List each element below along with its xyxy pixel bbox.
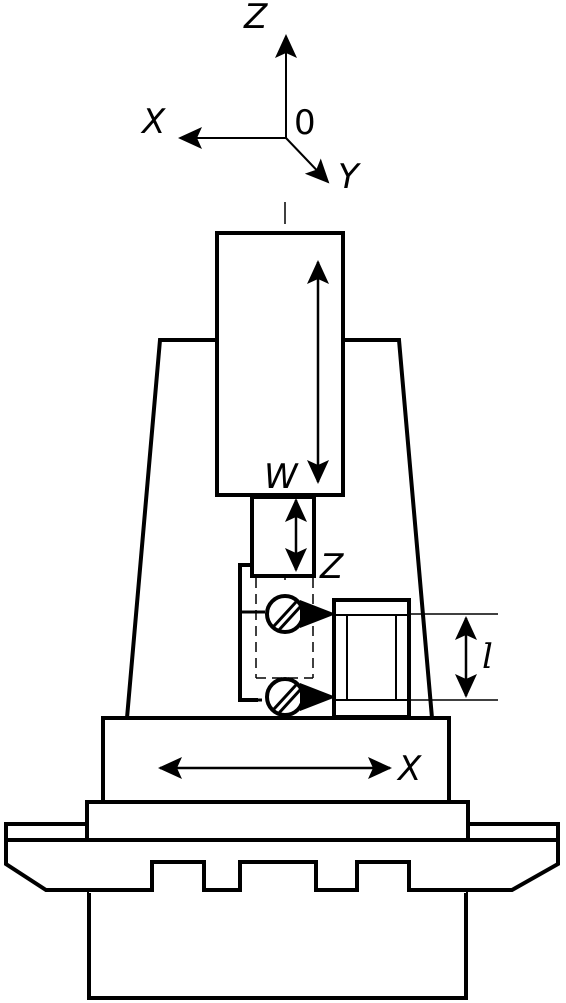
upper-cutter	[265, 594, 336, 634]
coordinate-axes	[178, 34, 330, 184]
spindle-head	[215, 231, 345, 497]
base-bed	[4, 822, 560, 1000]
x-motion-label: X	[396, 749, 422, 789]
dimension-l	[409, 613, 498, 701]
t-slots	[89, 860, 466, 892]
saddle	[85, 800, 470, 842]
lower-cutter	[265, 677, 336, 717]
workpiece	[332, 598, 411, 719]
quill	[250, 495, 316, 578]
origin-label: 0	[294, 103, 316, 143]
z-axis-label: Z	[243, 0, 268, 37]
column	[125, 338, 434, 719]
x-axis-label: X	[140, 102, 166, 142]
y-axis-label: Y	[338, 157, 361, 197]
z-motion-label: Z	[319, 547, 344, 587]
w-label: W	[264, 457, 299, 497]
quill-extension-dashed	[255, 578, 314, 679]
y-axis-arrow	[285, 137, 330, 184]
l-label: l	[482, 637, 493, 677]
